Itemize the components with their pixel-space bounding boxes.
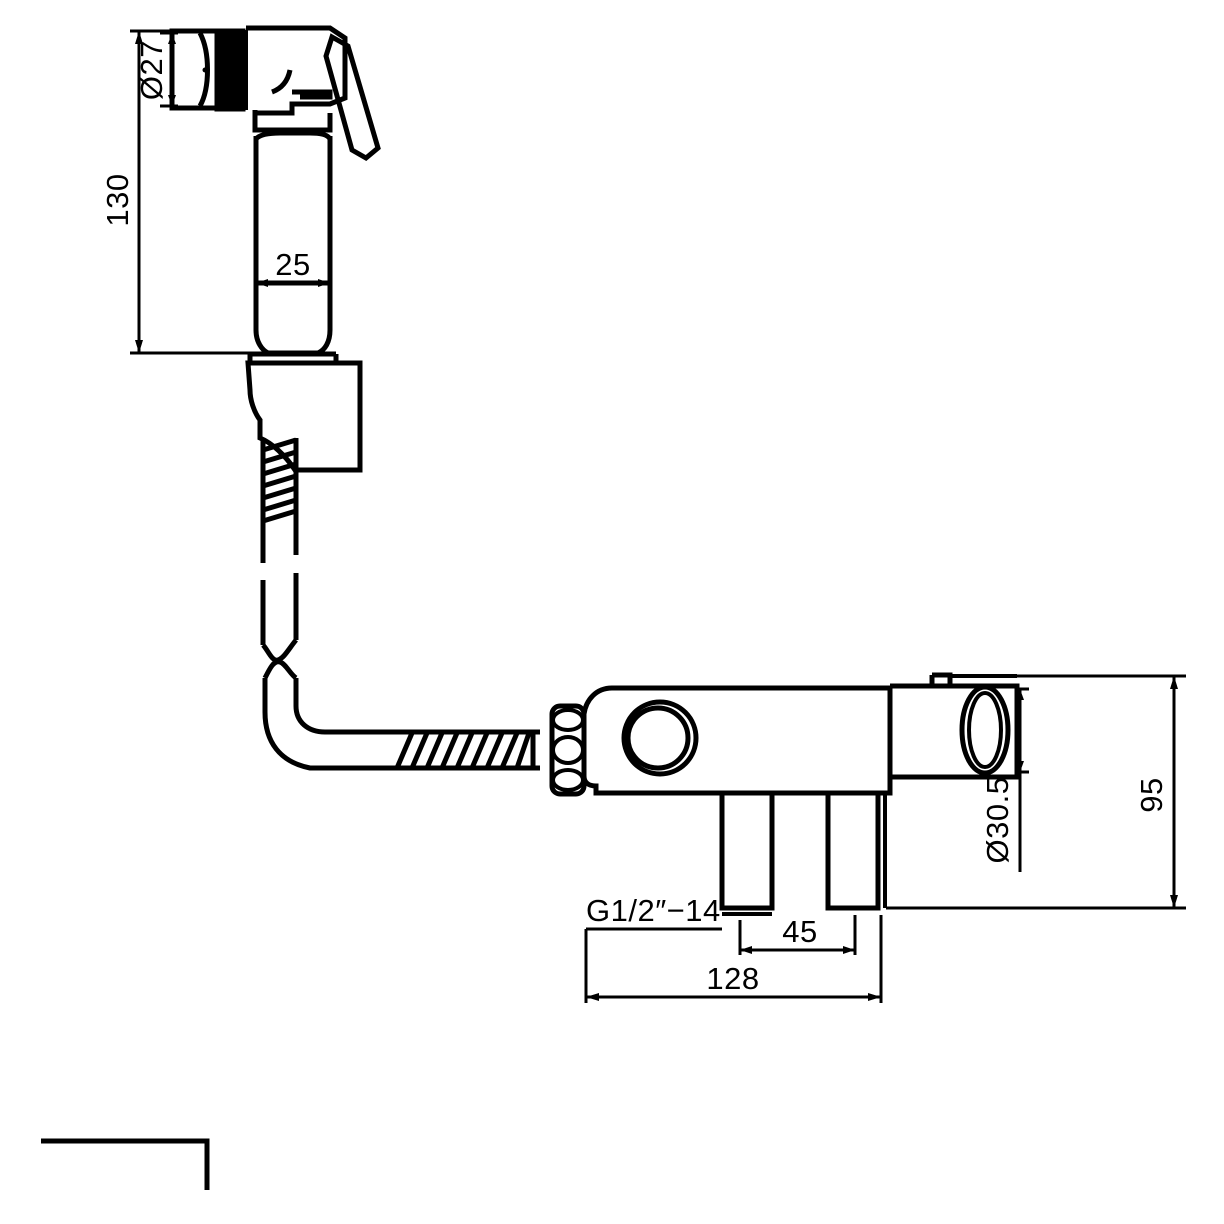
mixer-body-outline <box>581 685 893 796</box>
dim-130-text: 130 <box>100 173 135 226</box>
spray-handle-shaft <box>253 136 333 330</box>
dim-95-arrow-bottom <box>1170 895 1178 908</box>
hose-coil-hatching <box>262 437 297 524</box>
hose-horizontal-coil-hatching <box>394 732 532 769</box>
dim-130-arrow-top <box>135 31 143 44</box>
spray-handle-inner-curve <box>271 69 293 95</box>
dim-130-arrow-bottom <box>135 340 143 353</box>
dimension-130: 130 <box>100 29 256 355</box>
dim-95-arrow-top <box>1170 676 1178 689</box>
mixer-outlet-ellipse-outer <box>959 684 1011 776</box>
dim-128-text: 128 <box>706 961 759 996</box>
dimension-dia27: Ø27 <box>134 31 178 108</box>
spray-handle-body <box>246 25 348 116</box>
dim-45-arrow-right <box>843 946 855 954</box>
spray-handle-neck <box>252 113 333 133</box>
spray-nozzle-center-dot <box>202 67 208 73</box>
dimension-annotations: 130 Ø27 25 Ø30.5 <box>100 29 1186 1003</box>
hose-bend-outer <box>262 678 540 771</box>
title-block-frame <box>41 1138 210 1190</box>
dim-128-arrow-left <box>586 993 599 1001</box>
dimension-45: 45 <box>738 914 857 955</box>
spray-nozzle-collar <box>214 28 246 112</box>
thread-callout-text: G1/2″−14 <box>586 893 721 928</box>
hose-lower-segment <box>262 678 540 771</box>
hose-coupling-nut <box>549 703 587 797</box>
dim-27-text: Ø27 <box>134 40 169 100</box>
dim-27-arrow-bottom <box>168 95 176 106</box>
dimension-25: 25 <box>256 247 330 287</box>
dim-25-arrow-left <box>256 279 268 287</box>
dim-25-arrow-right <box>318 279 330 287</box>
dim-27-arrow-top <box>168 33 176 44</box>
title-block-corner-lines <box>41 1138 210 1190</box>
dim-45-arrow-left <box>740 946 752 954</box>
dim-45-text: 45 <box>782 914 817 949</box>
dim-128-arrow-right <box>868 993 881 1001</box>
dim-25-text: 25 <box>275 247 310 282</box>
mixer-inlet-leg-right <box>825 793 881 911</box>
dimension-dia30-5: Ø30.5 <box>980 687 1029 872</box>
hose-bend-inner <box>293 678 540 735</box>
hose-break-symbol-lower <box>262 659 298 681</box>
dim-95-text: 95 <box>1134 777 1169 812</box>
spray-handle-coupling-nut <box>247 351 339 366</box>
dim-305-text: Ø30.5 <box>980 777 1015 864</box>
spray-trigger-tab <box>292 89 333 100</box>
spray-handle-shaft-top <box>254 130 333 141</box>
mixer-valve-body <box>581 672 1020 916</box>
dimension-95: 95 <box>886 674 1186 910</box>
mixer-outlet-ellipse-inner <box>967 691 1003 769</box>
mixer-control-ring-inner <box>625 705 691 771</box>
dimension-thread-callout: G1/2″−14 <box>586 893 722 931</box>
spray-trigger-lever <box>323 33 381 162</box>
dim-305-arrow-bottom <box>1016 761 1024 772</box>
hose-vertical-segment <box>260 437 299 681</box>
mixer-outlet-body <box>890 683 1020 780</box>
mixer-control-ring-outer <box>621 699 699 777</box>
mixer-inlet-leg-left <box>719 793 775 911</box>
dim-305-arrow-top <box>1016 689 1024 700</box>
dimension-128: 128 <box>584 915 883 1003</box>
